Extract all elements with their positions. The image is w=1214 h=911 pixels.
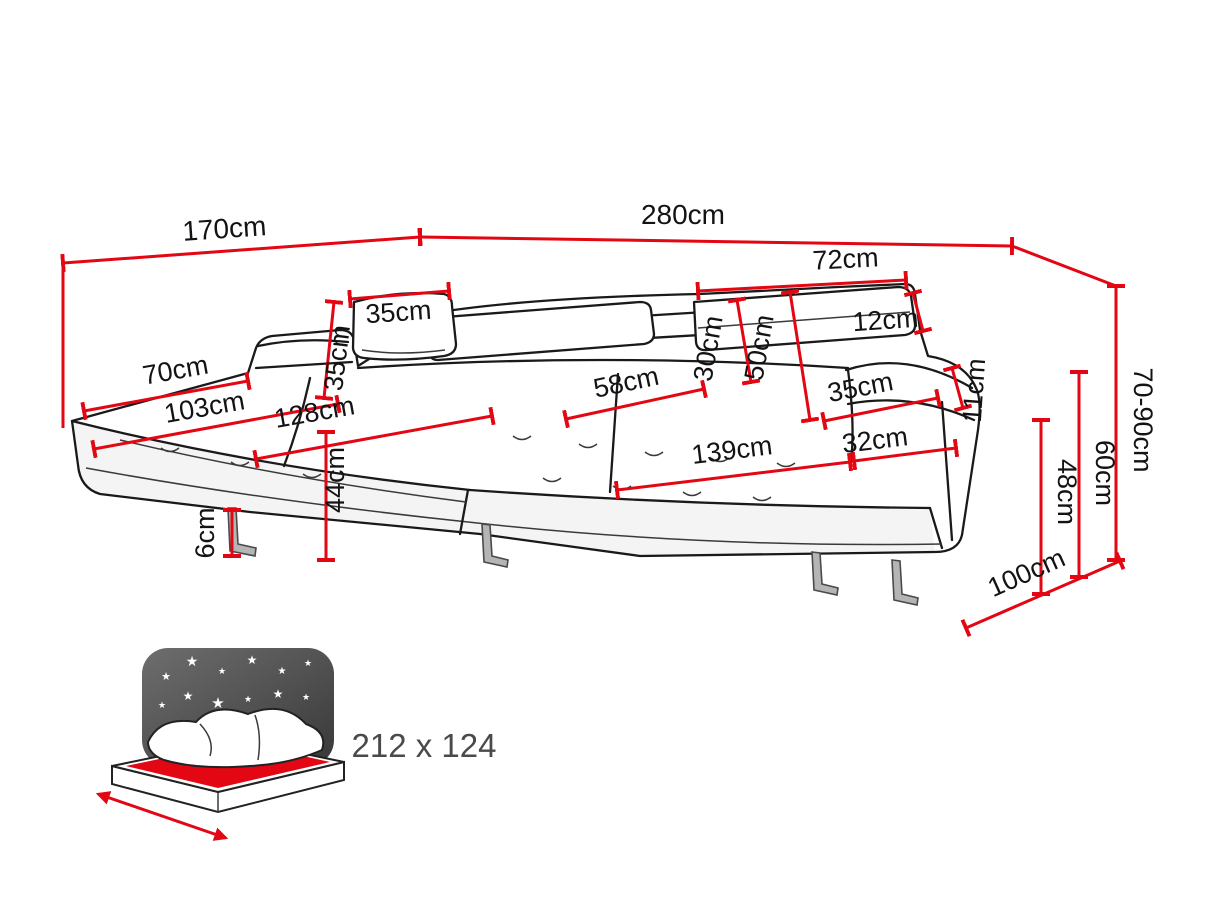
leg-middle (481, 523, 509, 568)
label-armrest-height: 60cm (1090, 440, 1120, 506)
seat-front-edge (468, 488, 932, 510)
star-icon: ★ (218, 666, 226, 676)
star-icon: ★ (158, 700, 166, 710)
unfold-arrow (95, 791, 229, 841)
dim-pillow-side-35 (314, 299, 344, 401)
box-right-diagonal (1011, 244, 1117, 288)
label-total-depth-right: 100cm (983, 543, 1069, 603)
bed-blanket (146, 707, 325, 769)
dim-30 (727, 296, 761, 386)
blanket-fold-1 (199, 723, 212, 757)
label-total-depth-left: 170cm (181, 210, 267, 247)
dim-arm-35 (820, 388, 942, 431)
leg-right-2 (891, 559, 919, 606)
star-icon: ★ (304, 658, 312, 668)
dim-12 (903, 288, 933, 336)
star-icon: ★ (273, 687, 284, 701)
star-icon: ★ (211, 695, 224, 712)
dim-32 (850, 438, 960, 471)
label-leg-height: 6cm (190, 507, 220, 558)
sleeping-area-label: 212 x 124 (352, 727, 497, 764)
dim-11 (942, 363, 973, 413)
dim-170 (60, 227, 423, 273)
star-icon: ★ (161, 671, 171, 683)
star-icon: ★ (278, 666, 287, 677)
blanket-fold-2 (254, 714, 261, 761)
right-armrest-front-edge (940, 400, 954, 542)
label-total-width: 280cm (641, 199, 725, 230)
star-icon: ★ (247, 653, 258, 667)
dim-72 (695, 270, 909, 301)
dim-128 (252, 406, 496, 469)
label-headrest-width: 72cm (812, 242, 880, 275)
star-icon: ★ (302, 692, 310, 702)
label-pillow-width: 35cm (364, 295, 432, 330)
label-seat-with-back-height: 48cm (1052, 459, 1082, 525)
dim-pillow-top-35 (347, 281, 452, 309)
dim-50 (780, 288, 820, 424)
dimension-lines (60, 227, 1126, 638)
seat-front-corner (928, 506, 944, 550)
dim-58 (562, 379, 708, 429)
label-seat-height: 44cm (320, 447, 350, 513)
label-armrest-top-width: 11cm (957, 357, 991, 423)
base-seam (85, 467, 943, 546)
label-chaise-width: 70cm (140, 350, 210, 391)
star-icon: ★ (183, 689, 194, 703)
dim-280 (417, 227, 1015, 256)
sleeper-icon: ★ ★ ★ ★ ★ ★ ★ ★ ★ ★ ★ ★ ★ ★ ★ ★ ★ 212 x … (95, 648, 497, 841)
star-icon: ★ (186, 653, 199, 669)
label-total-height-range: 70-90cm (1128, 367, 1158, 472)
chaise-junction (458, 488, 470, 536)
dim-100 (960, 551, 1126, 638)
pillow-fold (361, 349, 446, 354)
leg-right-1 (811, 551, 839, 596)
dim-139 (613, 452, 854, 500)
star-icon: ★ (244, 694, 252, 704)
label-headrest-thickness: 12cm (851, 303, 919, 338)
seat-back-line (356, 358, 850, 370)
